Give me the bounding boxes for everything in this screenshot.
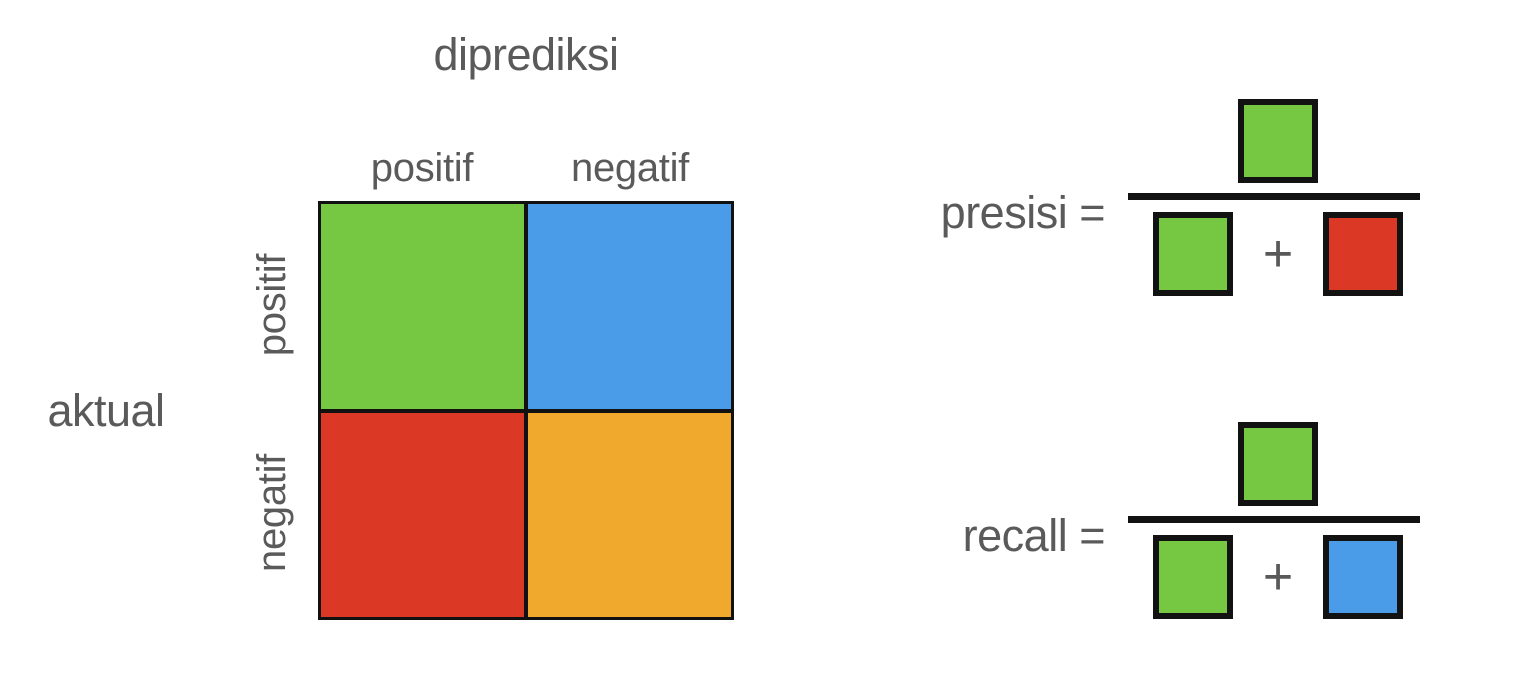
green-square-icon bbox=[1238, 99, 1318, 183]
green-square-icon bbox=[1153, 212, 1233, 296]
recall-denominator: + bbox=[1128, 531, 1428, 623]
matrix-cell-true-positive bbox=[321, 204, 524, 409]
matrix-cell-false-positive bbox=[321, 412, 524, 617]
plus-icon: + bbox=[1262, 548, 1294, 606]
row-header-positif: positif bbox=[250, 253, 294, 357]
recall-numerator bbox=[1128, 418, 1428, 510]
recall-formula-label: recall = bbox=[962, 510, 1106, 561]
recall-fraction-bar bbox=[1128, 516, 1420, 523]
matrix-cell-false-negative bbox=[528, 204, 731, 409]
recall-fraction: + bbox=[1128, 418, 1428, 623]
column-header-positif: positif bbox=[370, 146, 474, 190]
presisi-fraction-bar bbox=[1128, 193, 1420, 200]
presisi-fraction: + bbox=[1128, 95, 1428, 300]
confusion-matrix bbox=[318, 201, 734, 620]
actual-axis-title: aktual bbox=[47, 385, 165, 436]
blue-square-icon bbox=[1323, 535, 1403, 619]
presisi-formula-label: presisi = bbox=[940, 187, 1106, 238]
green-square-icon bbox=[1238, 422, 1318, 506]
presisi-numerator bbox=[1128, 95, 1428, 187]
matrix-cell-true-negative bbox=[528, 412, 731, 617]
plus-icon: + bbox=[1262, 225, 1294, 283]
green-square-icon bbox=[1153, 535, 1233, 619]
red-square-icon bbox=[1323, 212, 1403, 296]
presisi-denominator: + bbox=[1128, 208, 1428, 300]
row-header-negatif: negatif bbox=[250, 454, 294, 572]
column-header-negatif: negatif bbox=[571, 146, 689, 190]
predicted-axis-title: diprediksi bbox=[433, 29, 619, 80]
